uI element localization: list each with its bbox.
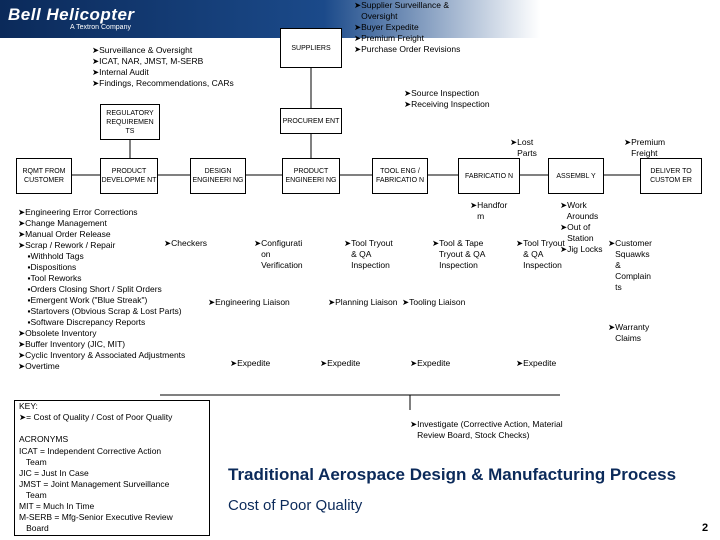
fabrication-box: FABRICATIO N (458, 158, 520, 194)
company-subtitle: A Textron Company (70, 24, 131, 31)
key-title: KEY: (19, 401, 38, 411)
customer-squawks-label: ➤Customer Squawks & Complain ts (608, 238, 652, 292)
page-number: 2 (702, 522, 709, 534)
lost-parts-label: ➤Lost Parts (510, 137, 537, 158)
expedite-label-2: ➤Expedite (320, 358, 361, 368)
acronyms-list: ICAT = Independent Corrective Action Tea… (19, 446, 173, 533)
planning-liaison-label: ➤Planning Liaison (328, 297, 398, 307)
key-panel: KEY: ➤= Cost of Quality / Cost of Poor Q… (14, 400, 210, 536)
tool-tape-label: ➤Tool & Tape Tryout & QA Inspection (432, 238, 486, 270)
warranty-claims-label: ➤Warranty Claims (608, 322, 650, 343)
tool-tryout-label: ➤Tool Tryout & QA Inspection (344, 238, 393, 270)
engineering-liaison-label: ➤Engineering Liaison (208, 297, 290, 307)
supplier-surveillance-list: ➤Supplier Surveillance & Oversight ➤Buye… (354, 0, 461, 54)
expedite-label-1: ➤Expedite (230, 358, 271, 368)
rqmt-box: RQMT FROM CUSTOMER (16, 158, 72, 194)
tooling-liaison-label: ➤Tooling Liaison (402, 297, 466, 307)
slide-subtitle: Cost of Poor Quality (228, 497, 363, 514)
checkers-label: ➤Checkers (164, 238, 208, 248)
product-development-box: PRODUCT DEVELOPME NT (100, 158, 158, 194)
slide-title: Traditional Aerospace Design & Manufactu… (228, 465, 677, 484)
expedite-label-3: ➤Expedite (410, 358, 451, 368)
config-verification-label: ➤Configurati on Verification (254, 238, 303, 270)
acronyms-title: ACRONYMS (19, 434, 69, 444)
tool-tryout2-label: ➤Tool Tryout & QA Inspection (516, 238, 565, 270)
tooling-box: TOOL ENG / FABRICATIO N (372, 158, 428, 194)
company-logo: Bell Helicopter (8, 5, 135, 24)
design-issues-list: ➤Engineering Error Corrections ➤Change M… (18, 207, 186, 371)
key-legend: ➤= Cost of Quality / Cost of Poor Qualit… (19, 412, 173, 422)
deliver-box: DELIVER TO CUSTOM ER (640, 158, 702, 194)
regulatory-box: REGULATORY REQUIREMEN TS (100, 104, 160, 140)
design-engineering-box: DESIGN ENGINEERI NG (190, 158, 246, 194)
surveillance-list: ➤Surveillance & Oversight ➤ICAT, NAR, JM… (92, 45, 234, 88)
source-inspection-list: ➤Source Inspection ➤Receiving Inspection (404, 88, 490, 109)
assembly-box: ASSEMBL Y (548, 158, 604, 194)
procurement-box: PROCUREM ENT (280, 108, 342, 134)
expedite-label-4: ➤Expedite (516, 358, 557, 368)
premium-freight-label: ➤Premium Freight (624, 137, 666, 158)
investigate-label: ➤Investigate (Corrective Action, Materia… (410, 419, 563, 440)
suppliers-box: SUPPLIERS (280, 28, 342, 68)
handform-label: ➤Handfor m (470, 200, 508, 221)
work-arounds-label: ➤Work Arounds ➤Out of Station ➤Jig Locks (560, 200, 603, 254)
header-banner: Bell Helicopter A Textron Company (0, 0, 720, 38)
product-engineering-box: PRODUCT ENGINEERI NG (282, 158, 340, 194)
